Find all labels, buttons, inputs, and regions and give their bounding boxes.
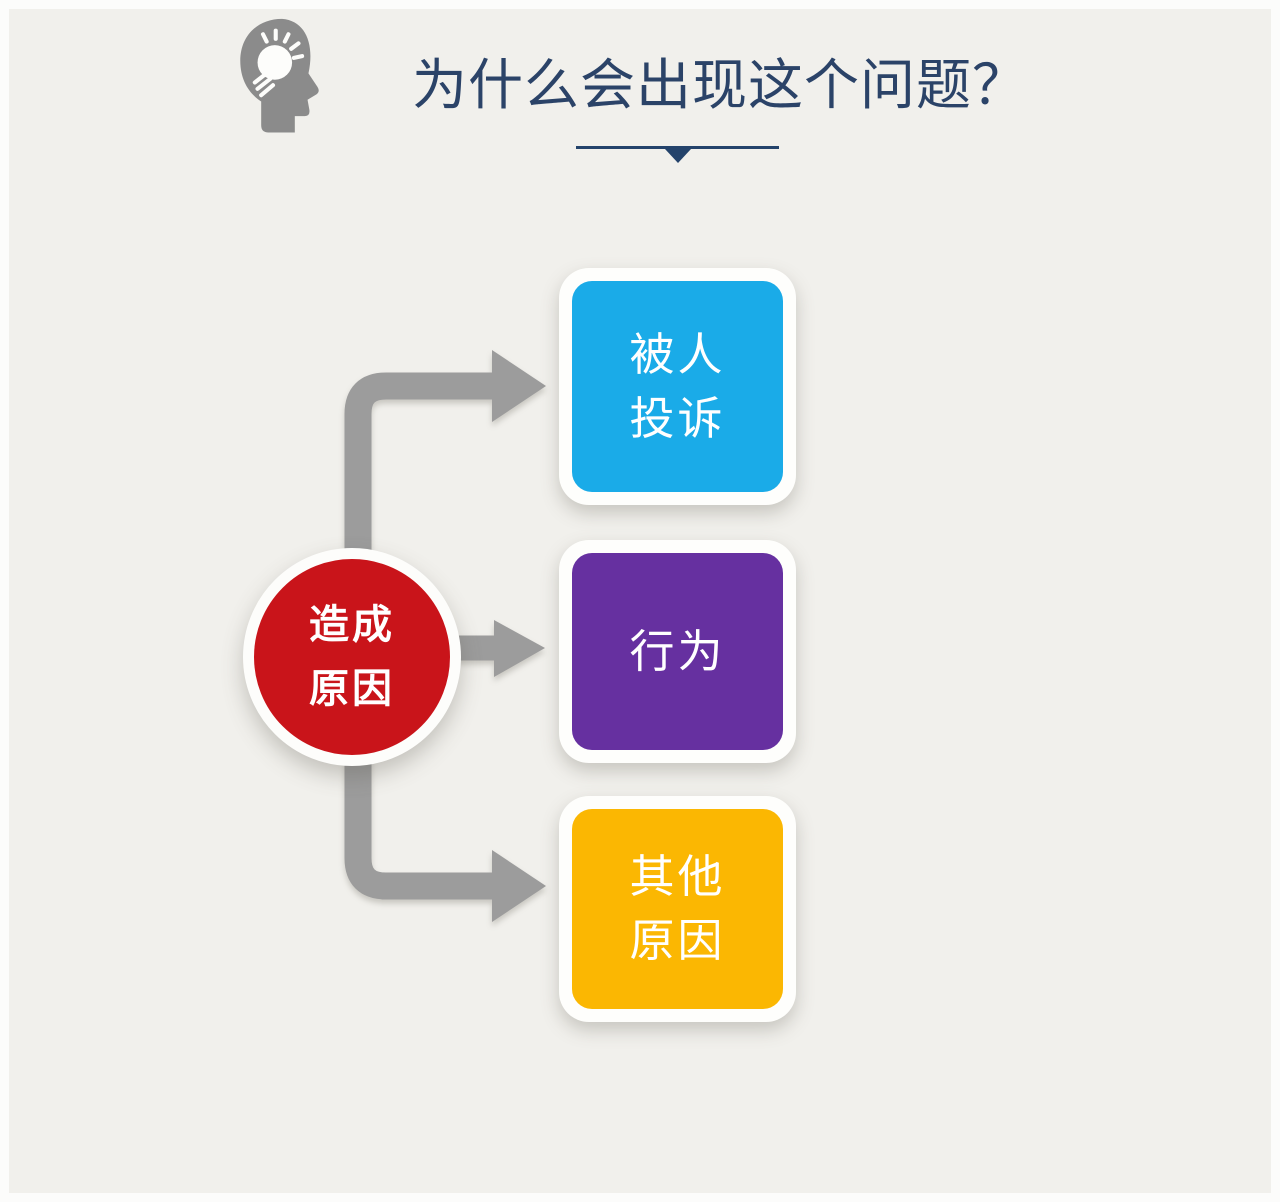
title-divider xyxy=(576,146,779,163)
page-title: 为什么会出现这个问题？ xyxy=(411,53,1028,117)
target-node-complaint-fill: 被人 投诉 xyxy=(572,281,783,492)
arrow-to-complaint xyxy=(344,372,492,606)
arrowhead-to-behavior xyxy=(494,620,545,677)
cause-label-line2: 原因 xyxy=(309,666,395,712)
arrowhead-to-other xyxy=(492,850,546,922)
target-node-behavior: 行为 xyxy=(559,540,796,763)
other-label-line1: 其他 xyxy=(629,850,726,904)
arrow-to-other xyxy=(344,708,492,900)
target-node-other-fill: 其他 原因 xyxy=(572,809,783,1009)
target-node-complaint: 被人 投诉 xyxy=(559,268,796,505)
head-lightbulb-icon xyxy=(240,18,319,133)
divider-arrow-icon xyxy=(664,149,691,163)
target-node-behavior-fill: 行为 xyxy=(572,553,783,750)
arrowhead-to-complaint xyxy=(492,350,546,422)
other-label-line2: 原因 xyxy=(629,914,726,967)
behavior-label: 行为 xyxy=(629,624,726,678)
complaint-label-line1: 被人 xyxy=(629,327,726,381)
complaint-label-line2: 投诉 xyxy=(629,391,726,445)
target-node-other: 其他 原因 xyxy=(559,796,796,1022)
cause-node: 造成 原因 xyxy=(243,548,461,766)
cause-label-line1: 造成 xyxy=(309,602,395,648)
